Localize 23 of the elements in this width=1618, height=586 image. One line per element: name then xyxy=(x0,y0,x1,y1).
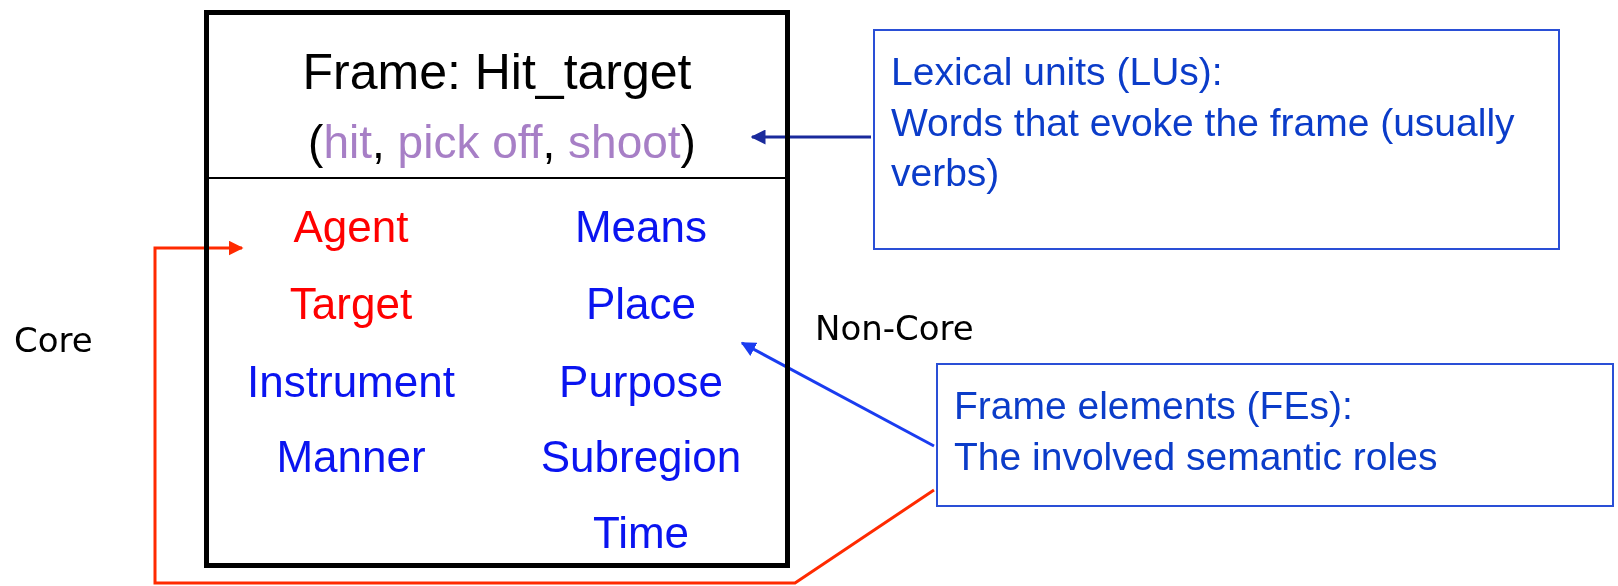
frame-elements-callout xyxy=(936,363,1614,507)
side-label: Non-Core xyxy=(815,308,974,348)
arrow xyxy=(153,240,935,585)
callout-text: Words that evoke the frame (usually verbs) xyxy=(891,99,1516,197)
frame-element-text: Purpose xyxy=(559,357,723,407)
frame-element-text: Means xyxy=(574,202,708,252)
frame-element-text: Manner xyxy=(276,432,426,482)
side-label: Core xyxy=(14,320,93,360)
callout-text: The involved semantic roles xyxy=(954,433,1439,480)
frame-element-text: Instrument xyxy=(247,357,455,407)
arrow xyxy=(750,129,871,145)
frame-element-text: Time xyxy=(592,508,690,558)
frame-element-text: Agent xyxy=(293,202,409,252)
lexical-units-callout xyxy=(873,29,1560,250)
frame-element-text: Place xyxy=(585,279,697,329)
arrow xyxy=(740,341,935,448)
callout-heading: Lexical units (LUs): xyxy=(891,49,1224,95)
lexical-units-text: (hit, pick off, shoot) xyxy=(308,116,696,168)
frame-box xyxy=(204,10,790,568)
frame-element-text: Target xyxy=(289,279,413,329)
frame-element-text: Subregion xyxy=(540,432,742,482)
frame-title: Frame: Hit_target xyxy=(302,43,692,101)
callout-heading: Frame elements (FEs): xyxy=(954,383,1354,429)
